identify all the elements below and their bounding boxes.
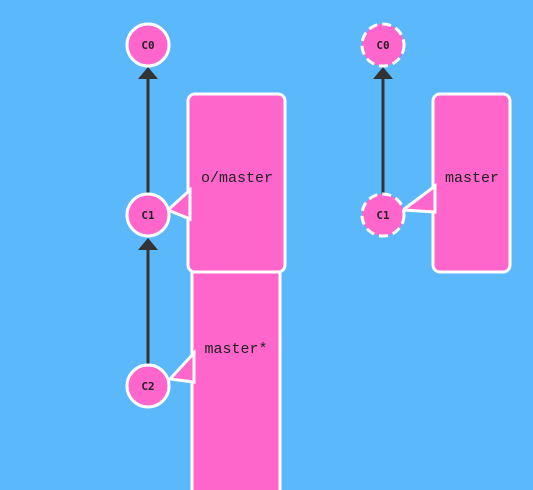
branch-master-star[interactable]: master* (166, 263, 282, 490)
branch-pointer-arrow (166, 349, 196, 384)
arrowhead-c1 (138, 238, 158, 250)
commit-node-c1[interactable]: C1 (125, 192, 171, 238)
arrowhead-c0 (138, 67, 158, 79)
branch-master[interactable]: master (398, 92, 512, 274)
branch-pointer-arrow (398, 183, 437, 214)
branch-label: master* (204, 341, 267, 358)
branch-pointer-arrow (165, 186, 192, 222)
commit-node-c0[interactable]: C0 (125, 22, 171, 68)
commit-label: C1 (376, 209, 390, 222)
commit-label: C1 (141, 209, 155, 222)
arrowhead-c0 (373, 67, 393, 79)
branch-label: o/master (201, 170, 273, 187)
branch-box (186, 92, 287, 274)
commit-label: C0 (376, 39, 389, 52)
branch-box (431, 92, 512, 274)
remote-repository: master C0 C1 (360, 22, 512, 274)
branch-o-master[interactable]: o/master (165, 92, 287, 274)
commit-node-c2[interactable]: C2 (125, 363, 171, 409)
local-repository: master* o/master C0 C1 C2 (125, 22, 287, 490)
commit-node-c0-remote[interactable]: C0 (360, 22, 406, 68)
branch-label: master (445, 170, 499, 187)
commit-node-c1-remote[interactable]: C1 (360, 192, 406, 238)
branch-box (190, 263, 282, 490)
commit-label: C2 (141, 380, 154, 393)
commit-label: C0 (141, 39, 154, 52)
